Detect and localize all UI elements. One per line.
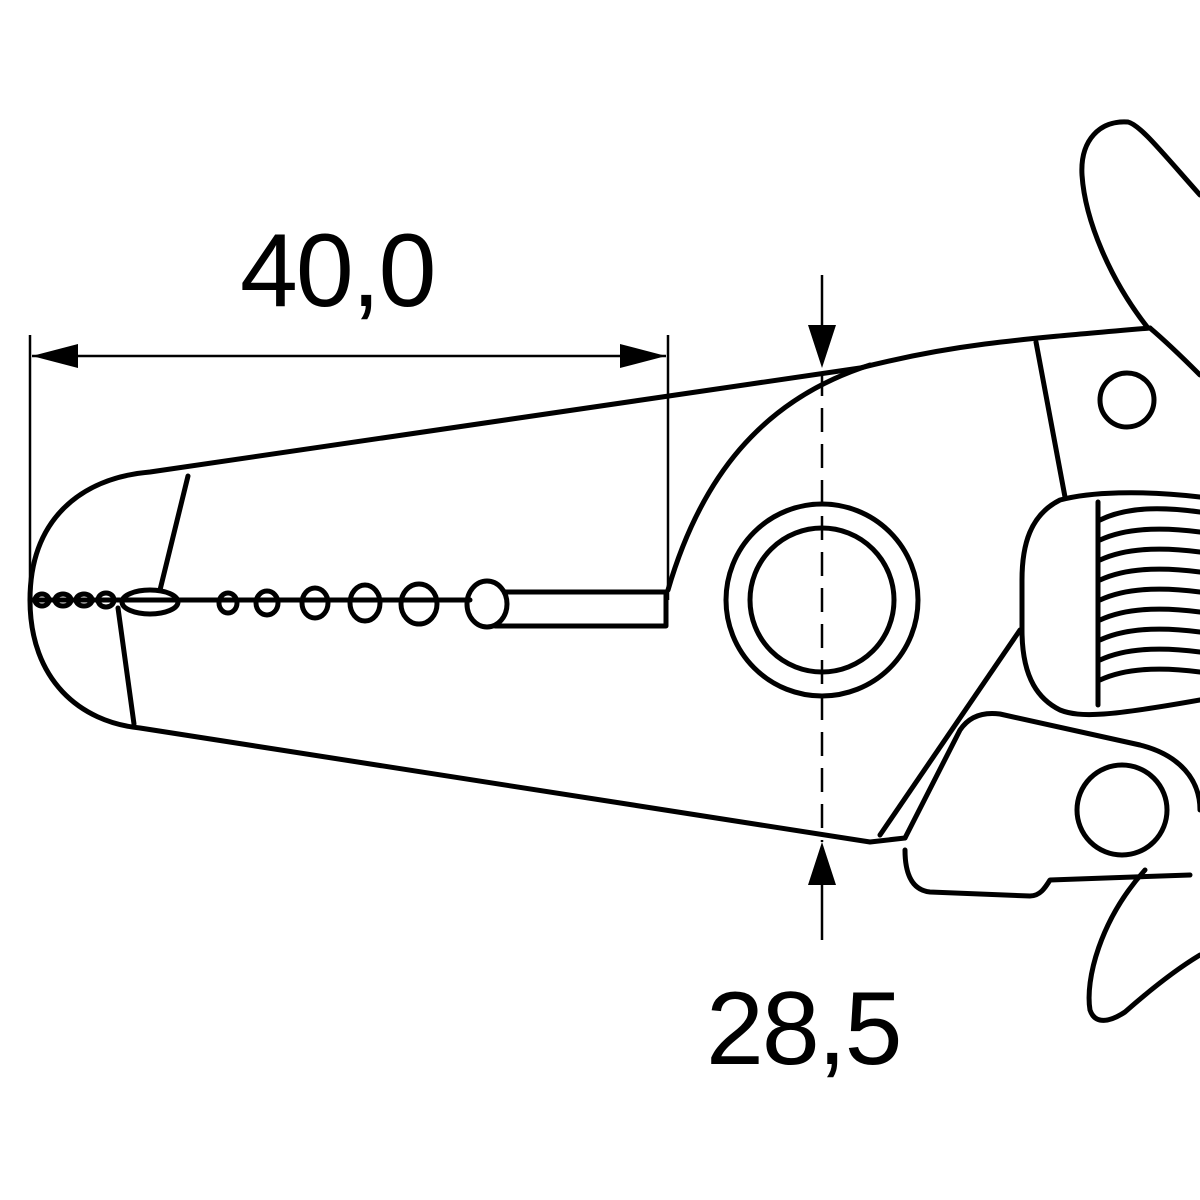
arrow-left-icon (32, 344, 78, 368)
pivot-rivet (723, 501, 921, 699)
jaw-body (27, 325, 1153, 845)
jaw-width-dimension: 28,5 (706, 275, 902, 1087)
jaw-width-label: 28,5 (706, 971, 900, 1087)
adjustment-spring (1019, 490, 1200, 718)
stripping-holes (29, 578, 510, 630)
upper-handle (1033, 119, 1200, 500)
lower-lever (877, 627, 1200, 1023)
arrow-up-icon (808, 842, 836, 885)
jaw-length-label: 40,0 (240, 213, 434, 329)
jaw-length-dimension: 40,0 (28, 213, 670, 600)
arrow-right-icon (620, 344, 666, 368)
arrow-down-icon (808, 325, 836, 368)
